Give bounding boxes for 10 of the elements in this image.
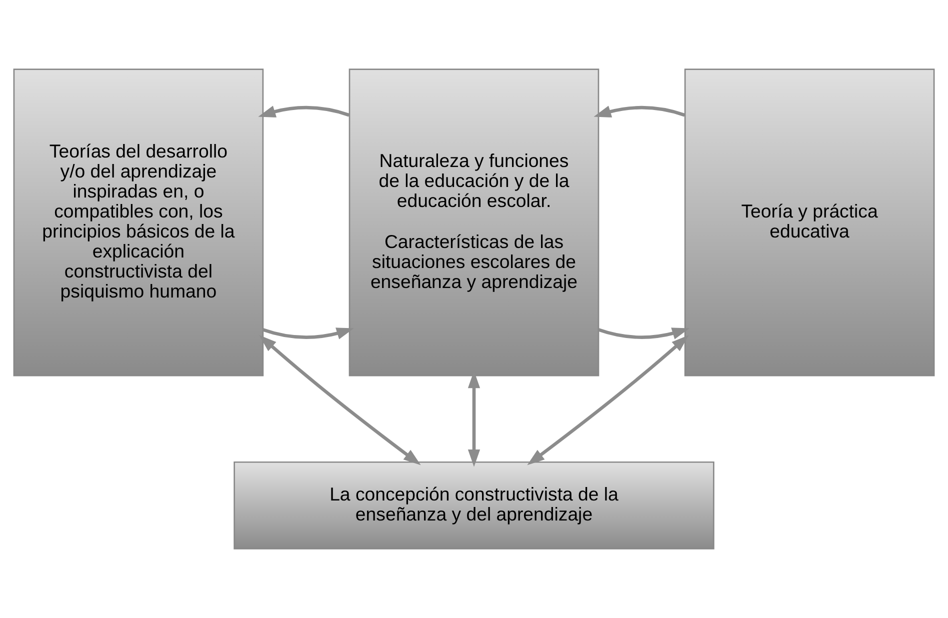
node-box: Naturaleza y funciones de la educación y de la educación escolar. Características de las situaciones escolares de enseñanza y aprendizaje	[348, 68, 600, 376]
node-box: Teorías del desarrollo y/o del aprendizaje inspiradas en, o compatibles con, los principios básicos de la explicación constructivista del psiquismo humano	[13, 68, 264, 376]
arrow	[258, 106, 350, 118]
node-box: Teoría y práctica educativa	[684, 68, 935, 376]
arrow	[594, 106, 686, 118]
arrow	[598, 328, 690, 340]
arrow	[527, 335, 689, 466]
node-box: La concepción constructivista de la enseñanza y del aprendizaje	[234, 461, 714, 550]
arrow	[259, 335, 421, 466]
arrow	[262, 328, 354, 340]
